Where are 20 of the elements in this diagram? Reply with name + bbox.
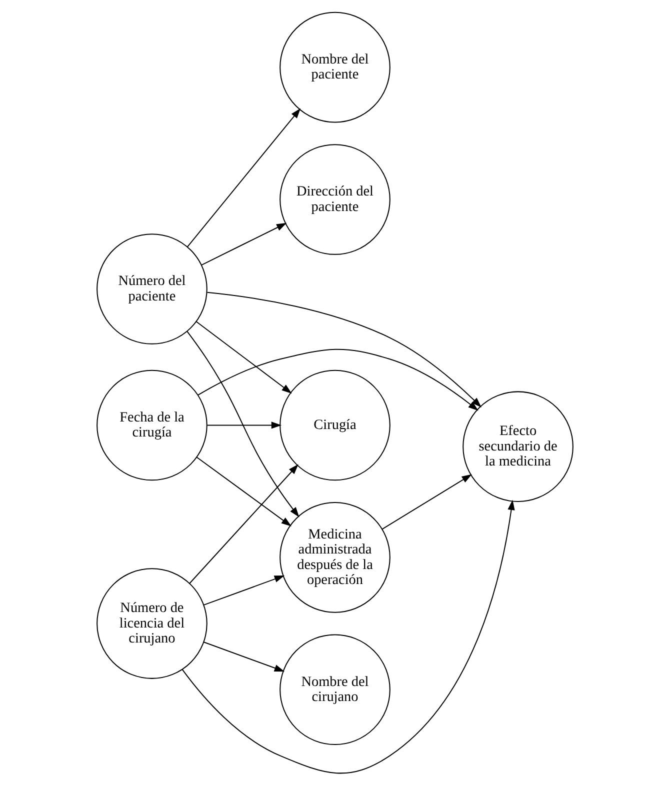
arrow <box>187 108 301 248</box>
arrow <box>189 464 298 584</box>
arrow <box>204 642 285 672</box>
arrow <box>204 575 285 606</box>
arrow <box>198 348 478 411</box>
node-circle: Número de licencia del cirujano <box>96 568 208 679</box>
node-circle: Número del paciente <box>96 234 208 344</box>
arrow <box>196 456 292 526</box>
arrow <box>182 500 515 774</box>
arrow <box>201 222 287 266</box>
node-circle: Nombre del cirujano <box>280 634 390 746</box>
node-circle: Fecha de la cirugía <box>96 370 208 481</box>
arrow <box>382 474 472 530</box>
arrow <box>196 321 292 394</box>
node-circle: Nombre del paciente <box>280 12 390 123</box>
node-circle: Efecto secundario de la medicina <box>462 391 574 502</box>
arrow <box>186 331 300 518</box>
arrow <box>207 292 482 408</box>
arrow <box>207 422 282 429</box>
node-circle: Dirección del paciente <box>280 144 390 255</box>
